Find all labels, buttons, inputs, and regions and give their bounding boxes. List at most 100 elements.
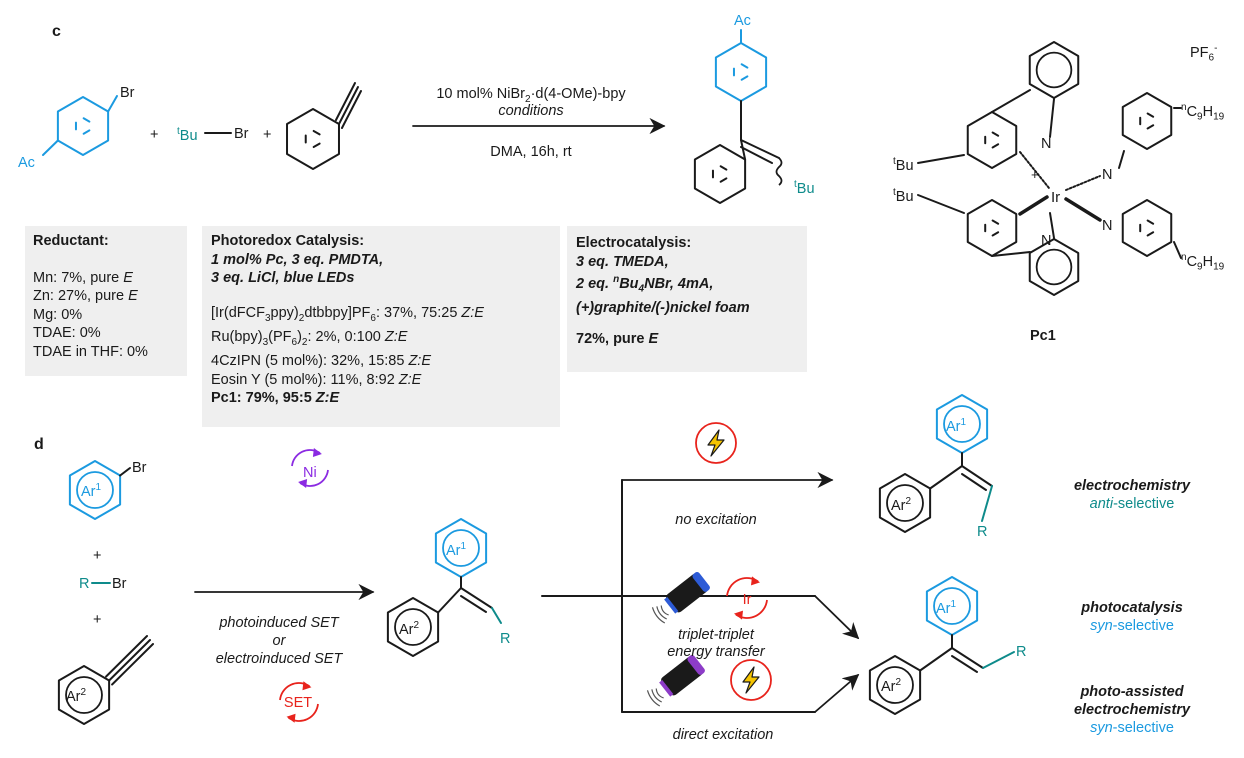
led-purple-cap xyxy=(687,654,705,675)
nonyl-chain-label: nC9H19 xyxy=(1181,252,1225,273)
ar2-ring-aromatic-circle xyxy=(65,676,103,714)
pc1-aryl-py-bond xyxy=(991,251,1031,257)
alkyl-br-label: Br xyxy=(112,576,127,592)
outcome-photo-assisted: electrochemistry xyxy=(1073,702,1191,718)
outcome-syn-selective: syn-selective xyxy=(1090,720,1174,736)
intermediate-alkene-bond xyxy=(460,587,493,609)
pc1-c-ir-bond xyxy=(1018,195,1049,216)
ttet-label: energy transfer xyxy=(667,644,765,660)
reactant1-ac-label: Ac xyxy=(18,155,35,171)
charge-label: + xyxy=(1031,167,1039,182)
arrow-photo-electro xyxy=(814,673,860,713)
led-purple xyxy=(646,654,705,707)
pc1-tbu-label: tBu xyxy=(893,156,914,174)
ar2-alkyne-bond xyxy=(111,643,154,686)
solvent-label: DMA, 16h, rt xyxy=(490,144,572,160)
reductant-item: Mn: 7%, pure E xyxy=(33,269,133,286)
alkyne-bond xyxy=(334,82,356,121)
pc1-n-ir-bond xyxy=(1049,212,1055,239)
tbu-br-reagent: tBu xyxy=(177,126,198,144)
tbu-br-bromine: Br xyxy=(234,126,249,142)
pc1-n-ir-bond xyxy=(1049,98,1055,138)
catalyst-label: 10 mol% NiBr2·d(4-OMe)-bpy xyxy=(436,86,626,105)
photoredox-conditions: 3 eq. LiCl, blue LEDs xyxy=(211,270,355,286)
product-anti-ar2-label: Ar2 xyxy=(891,496,912,514)
pc1-bipyridine-ring xyxy=(1121,92,1173,150)
ar1-ring-aromatic-circle xyxy=(76,471,114,509)
ar2-alkyne-bond xyxy=(105,635,148,678)
led-purple-wave xyxy=(655,688,664,699)
pc1-aryl-py-bond xyxy=(991,89,1031,113)
outcome-photocatalysis: photocatalysis xyxy=(1081,600,1183,616)
intermediate-r-label: R xyxy=(500,631,511,647)
pc1-tbu-bond xyxy=(917,154,965,164)
photocatalyst-result: Eosin Y (5 mol%): 11%, 8:92 Z:E xyxy=(211,371,422,388)
anti-alkene-bond xyxy=(961,465,993,487)
electro-conditions: 3 eq. TMEDA, xyxy=(576,253,669,270)
ir-cycle-label: Ir xyxy=(742,592,752,608)
panel-letter-c: c xyxy=(52,23,61,40)
pc1-bipyridine-ring-double-bond xyxy=(1146,231,1155,237)
intermediate-ar2-label: Ar2 xyxy=(399,620,420,638)
ar2-alkyne-bond xyxy=(108,639,151,682)
conditions-label: conditions xyxy=(498,103,564,119)
anti-product-ar1-ring-aromatic-circle xyxy=(943,405,981,443)
counterion-label: PF6- xyxy=(1190,43,1218,64)
product-syn-r-label: R xyxy=(1016,644,1027,660)
iridium-label: Ir xyxy=(1051,189,1061,206)
product-phenyl-ring xyxy=(693,144,747,204)
bolt-top-icon xyxy=(707,429,725,457)
arrow-label-or: or xyxy=(272,633,286,649)
aryl-bromide-br: Br xyxy=(132,460,147,476)
anti-alkene-bond xyxy=(961,473,987,491)
product-phenyl-bond xyxy=(740,139,747,161)
intermediate-aryl-bond xyxy=(437,587,462,614)
pc1-tbu-label: tBu xyxy=(893,187,914,205)
pc1-bipyridine-ring-double-bond xyxy=(1146,112,1155,118)
plus-sign: + xyxy=(150,127,159,143)
product-anti-ar1-label: Ar1 xyxy=(946,417,967,435)
outcome-syn-selective: syn-selective xyxy=(1090,618,1174,634)
aryl-bromide-ring-double-bond xyxy=(82,129,91,135)
arrow-photocatalysis xyxy=(814,595,860,640)
photoredox-title: Photoredox Catalysis: xyxy=(211,233,365,249)
photoredox-box xyxy=(202,226,560,427)
pc1-bipyridine-ring-double-bond xyxy=(1146,124,1155,130)
photocatalyst-result-best: Pc1: 79%, 95:5 Z:E xyxy=(211,390,340,407)
pc1-bipyridine-ring-double-bond xyxy=(1146,219,1155,225)
photoredox-list: Photoredox Catalysis: 1 mol% Pc, 3 eq. P… xyxy=(211,232,484,408)
phenylacetylene-ring xyxy=(286,108,340,170)
pc1-label: Pc1 xyxy=(1030,328,1056,344)
arrow-label-electroinduced: electroinduced SET xyxy=(215,651,343,667)
pc1-bipyridine-link xyxy=(1118,150,1125,169)
electro-conditions: (+)graphite/(-)nickel foam xyxy=(576,300,750,317)
intermediate-ar1-ring-aromatic-circle xyxy=(442,529,480,567)
led-blue-cap xyxy=(692,571,710,592)
intermediate-alkene-bond xyxy=(460,595,487,613)
pc1-aryl-bottom-double-bond xyxy=(991,219,1000,225)
reductant-box xyxy=(25,226,187,376)
outcome-photo-assisted: photo-assisted xyxy=(1080,684,1184,700)
pc1-n-atom: N xyxy=(1041,136,1052,152)
electro-result: 72%, pure E xyxy=(576,330,659,347)
set-cycle-arrowhead xyxy=(286,713,296,723)
syn-product-ar1-ring-aromatic-circle xyxy=(933,587,971,625)
intermediate-ar2-ring-aromatic-circle xyxy=(394,608,432,646)
phenylacetylene-ring-double-bond xyxy=(312,142,321,149)
wavy-bond xyxy=(775,157,783,186)
pc1-aryl-top xyxy=(966,111,1018,169)
pc1-n-atom: N xyxy=(1102,167,1113,183)
syn-alkene-bond xyxy=(951,655,978,673)
pc1-bipyridine-ring xyxy=(1121,199,1173,257)
reductant-title: Reductant: xyxy=(33,233,109,249)
led-blue-wave xyxy=(656,606,667,620)
product-acetyl-ring-double-bond xyxy=(740,63,749,69)
alkyne-bond xyxy=(340,90,362,129)
syn-product-ar2-ring-aromatic-circle xyxy=(876,666,914,704)
c-ac-bond xyxy=(42,139,59,156)
pc1-aryl-bottom xyxy=(966,199,1018,257)
photocatalyst-result: Ru(bpy)3(PF6)2: 2%, 0:100 Z:E xyxy=(211,328,408,348)
alkene-bond xyxy=(740,146,773,164)
reactant1-br-label: Br xyxy=(120,85,135,101)
